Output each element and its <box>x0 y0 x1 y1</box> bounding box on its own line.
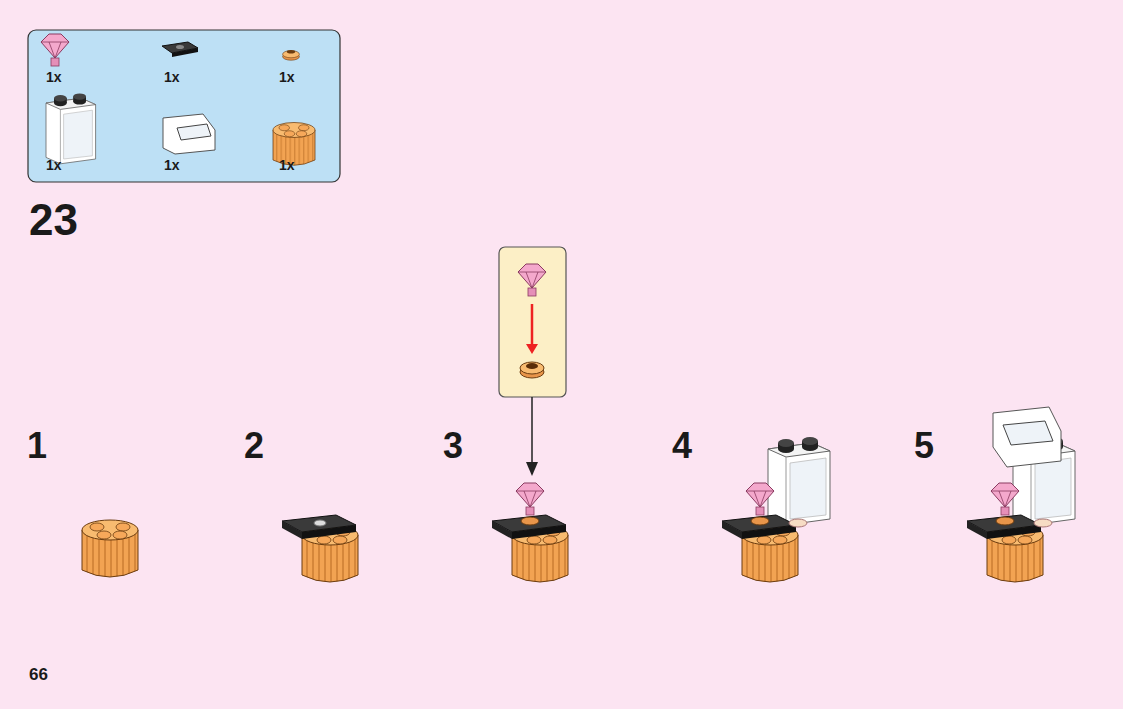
part-count: 1x <box>46 70 62 84</box>
substep-number: 3 <box>443 428 463 464</box>
substep-number: 1 <box>27 428 47 464</box>
part-count: 1x <box>279 158 295 172</box>
part-count: 1x <box>164 158 180 172</box>
substep-number: 5 <box>914 428 934 464</box>
part-count: 1x <box>279 70 295 84</box>
substep-number: 4 <box>672 428 692 464</box>
part-count: 1x <box>46 158 62 172</box>
part-count: 1x <box>164 70 180 84</box>
step-number: 23 <box>29 198 78 242</box>
substep-number: 2 <box>244 428 264 464</box>
page-number: 66 <box>29 666 48 683</box>
